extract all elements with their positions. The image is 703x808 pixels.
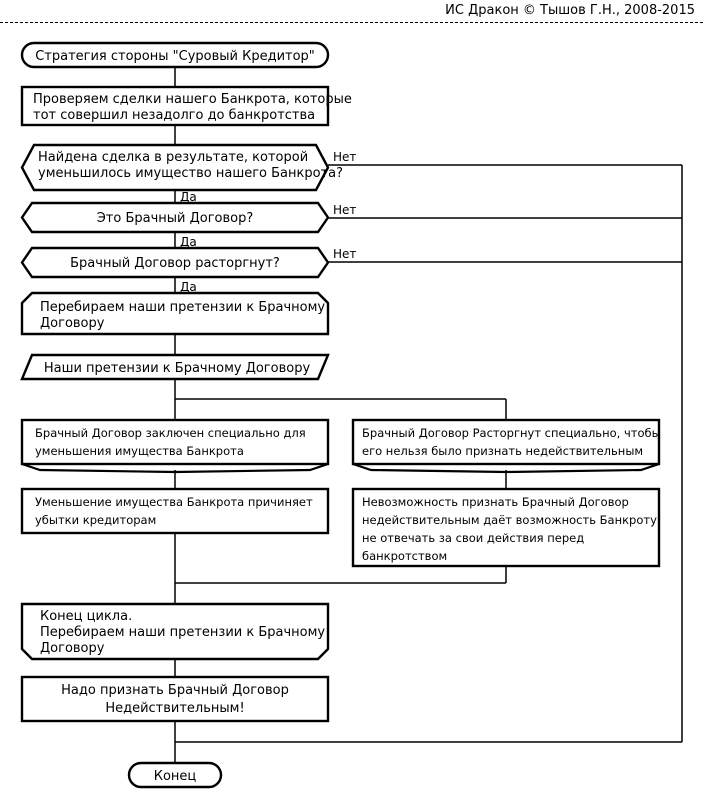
node-start[interactable]: Стратегия стороны "Суровый Кредитор" — [20, 41, 330, 69]
question3-label: Брачный Договор расторгнут? — [70, 256, 280, 271]
connector-lines — [174, 67, 683, 763]
node-decision-deal-found[interactable]: Найдена сделка в результате, которой уме… — [20, 143, 343, 192]
branch-left-2-line1: Уменьшение имущества Банкрота причиняет — [35, 495, 313, 509]
question1-yes-label: Да — [180, 190, 197, 204]
action1-line2: тот совершил незадолго до банкротства — [33, 108, 315, 123]
action-final-line2: Недействительным! — [105, 701, 244, 716]
node-io-claims[interactable]: Наши претензии к Брачному Договору — [20, 353, 330, 381]
node-end[interactable]: Конец — [127, 761, 223, 789]
question3-no-label: Нет — [333, 247, 356, 261]
loop-start-line2: Договору — [40, 316, 105, 331]
action-final-line1: Надо признать Брачный Договор — [61, 683, 289, 698]
question1-line1: Найдена сделка в результате, которой — [38, 150, 308, 165]
node-action-right-impossibility[interactable]: Невозможность признать Брачный Договор н… — [351, 487, 661, 568]
branch-left-2-line2: убытки кредиторам — [35, 513, 156, 527]
branch-right-2-line1: Невозможность признать Брачный Договор — [362, 495, 629, 509]
branch-right-1-line1: Брачный Договор Расторгнут специально, ч… — [362, 426, 661, 440]
node-end-label: Конец — [154, 769, 197, 784]
node-loop-end[interactable]: Конец цикла. Перебираем наши претензии к… — [20, 602, 330, 661]
branch-right-2-line4: банкротством — [362, 549, 447, 563]
node-action-left-damage[interactable]: Уменьшение имущества Банкрота причиняет … — [20, 487, 330, 535]
header-divider — [0, 22, 703, 23]
loop-end-line3: Договору — [40, 641, 105, 656]
question2-no-label: Нет — [333, 203, 356, 217]
node-decision-contract-terminated[interactable]: Брачный Договор расторгнут? — [20, 246, 330, 279]
loop-start-line1: Перебираем наши претензии к Брачному — [40, 300, 325, 315]
node-start-label: Стратегия стороны "Суровый Кредитор" — [35, 49, 315, 64]
question1-no-label: Нет — [333, 150, 356, 164]
loop-end-line2: Перебираем наши претензии к Брачному — [40, 625, 325, 640]
node-shelf-right[interactable]: Брачный Договор Расторгнут специально, ч… — [351, 418, 661, 474]
branch-right-1-line2: его нельзя было признать недействительны… — [362, 444, 643, 458]
branch-right-2-line3: не отвечать за свои действия перед — [362, 531, 584, 545]
loop-end-line1: Конец цикла. — [40, 609, 132, 624]
question2-label: Это Брачный Договор? — [97, 211, 254, 226]
branch-left-1-line2: уменьшения имущества Банкрота — [35, 444, 244, 458]
header-bar: ИС Дракон © Тышов Г.Н., 2008-2015 — [0, 0, 703, 24]
node-decision-is-marriage-contract[interactable]: Это Брачный Договор? — [20, 201, 330, 234]
node-shelf-left[interactable]: Брачный Договор заключен специально для … — [20, 418, 330, 474]
question1-line2: уменьшилось имущество нашего Банкрота? — [38, 166, 343, 181]
io-label: Наши претензии к Брачному Договору — [44, 361, 311, 376]
branch-right-2-line2: недействительным даёт возможность Банкро… — [362, 513, 657, 527]
node-action-check-deals[interactable]: Проверяем сделки нашего Банкрота, которы… — [20, 85, 352, 127]
branch-left-1-line1: Брачный Договор заключен специально для — [35, 426, 306, 440]
question3-yes-label: Да — [180, 280, 197, 294]
copyright-label: ИС Дракон © Тышов Г.Н., 2008-2015 — [445, 3, 695, 18]
node-loop-begin[interactable]: Перебираем наши претензии к Брачному Дог… — [20, 291, 330, 336]
action1-line1: Проверяем сделки нашего Банкрота, которы… — [33, 92, 352, 107]
question2-yes-label: Да — [180, 235, 197, 249]
node-action-final[interactable]: Надо признать Брачный Договор Недействит… — [20, 675, 330, 723]
